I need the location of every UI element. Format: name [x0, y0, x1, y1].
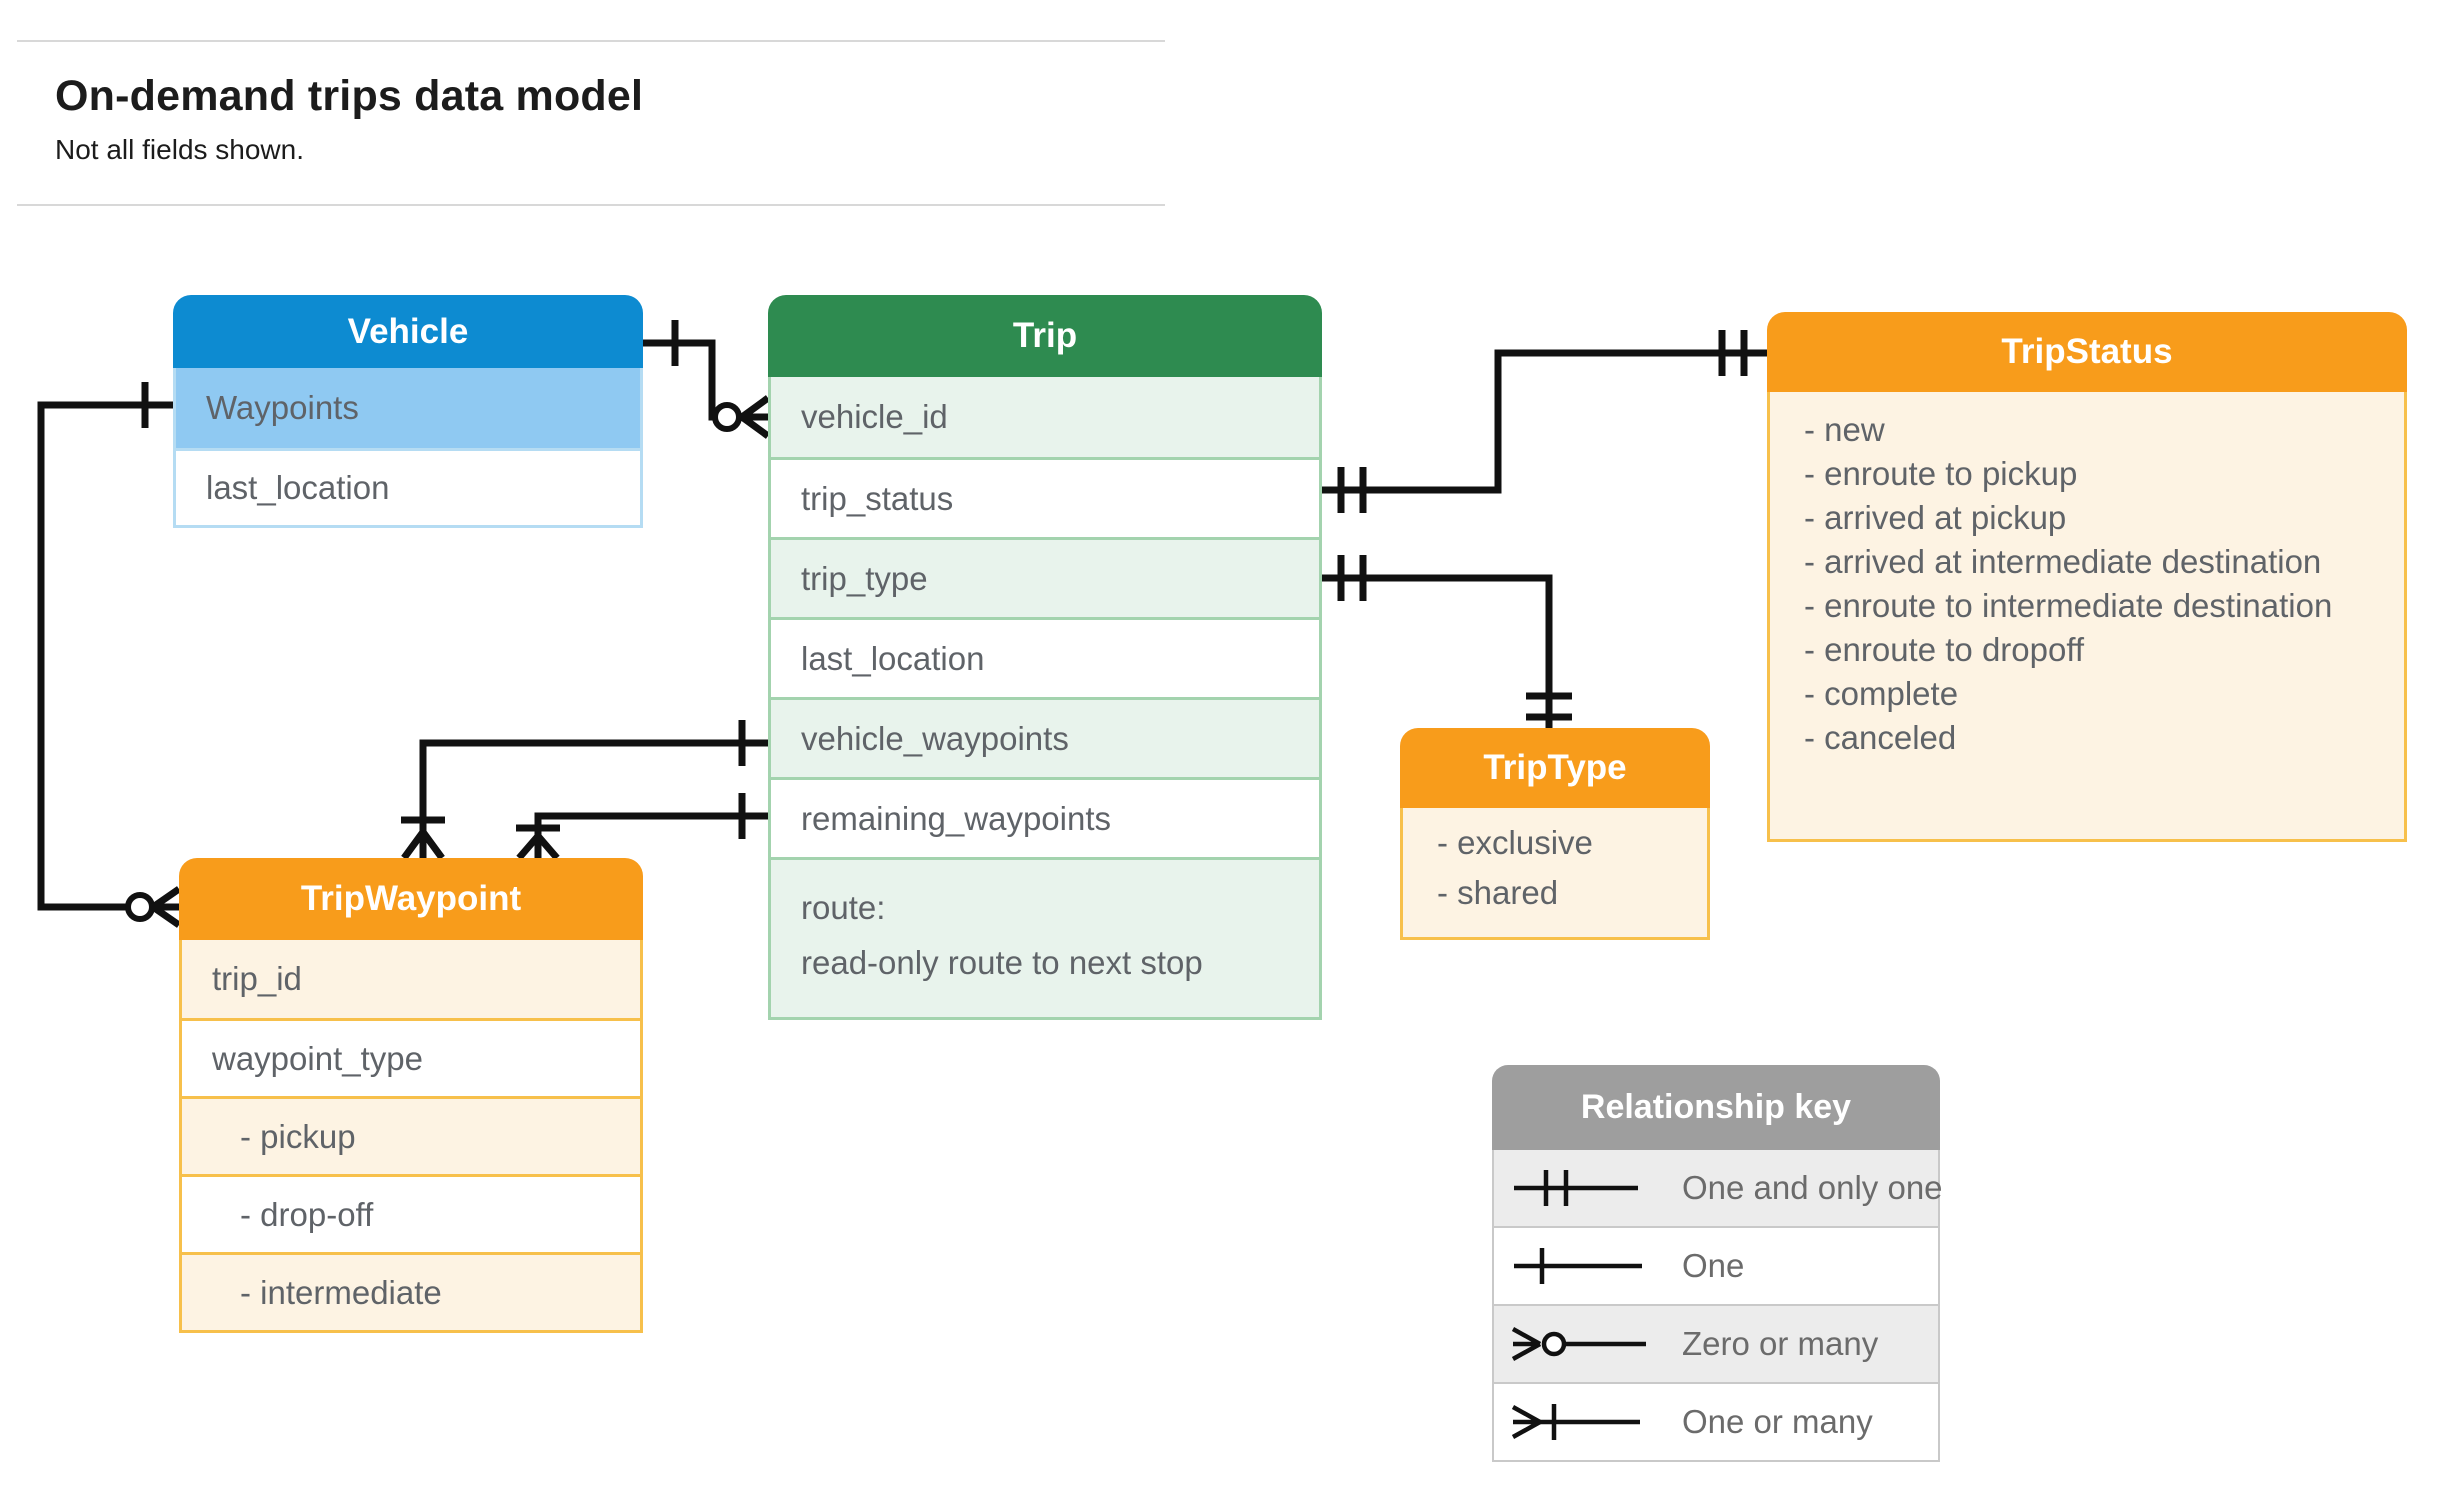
legend-row: One and only one — [1492, 1150, 1943, 1228]
one-and-only-one-ticks-icon — [1526, 692, 1572, 721]
legend-row: Zero or many — [1492, 1306, 1940, 1384]
one-and-only-one-ticks-icon — [1337, 467, 1367, 513]
table-vehicle-header: Vehicle — [173, 295, 643, 368]
table-triptype-body: - exclusive - shared — [1400, 808, 1710, 940]
one-and-only-one-ticks-icon — [1337, 555, 1367, 601]
table-tripstatus-body: - new - enroute to pickup - arrived at p… — [1767, 392, 2407, 842]
zero-or-many-icon — [1511, 1327, 1646, 1361]
table-vehicle: Vehicle Waypoints last_location — [173, 295, 643, 528]
table-trip: Trip vehicle_id trip_status trip_type la… — [768, 295, 1322, 1020]
field-trip-status: trip_status — [771, 457, 1319, 537]
legend-label: Zero or many — [1682, 1325, 1879, 1362]
table-tripwaypoint-header: TripWaypoint — [179, 858, 643, 940]
zero-circle-icon — [712, 402, 742, 432]
legend-label: One — [1682, 1247, 1745, 1284]
field-last-location: last_location — [176, 448, 640, 525]
crow-foot-icon — [739, 395, 771, 439]
relationship-key: Relationship key One and only one One Ze… — [1492, 1065, 1943, 1462]
connector-triptype — [1322, 555, 1572, 728]
crow-foot-icon — [516, 833, 560, 861]
enum-pickup: - pickup — [182, 1096, 640, 1174]
field-trip-id: trip_id — [182, 940, 640, 1018]
one-and-only-one-ticks-icon — [1718, 330, 1748, 376]
table-vehicle-body: Waypoints last_location — [173, 368, 643, 528]
table-tripstatus-header: TripStatus — [1767, 312, 2407, 392]
connector-vehicle-trip — [643, 320, 771, 439]
route-line1: route: — [801, 889, 886, 926]
table-tripstatus: TripStatus - new - enroute to pickup - a… — [1767, 312, 2407, 842]
connector-remaining-waypoints-tripwaypoint — [516, 793, 768, 861]
crow-foot-icon — [151, 886, 181, 928]
connector-vehicle-tripwaypoint — [37, 382, 181, 928]
table-triptype-header: TripType — [1400, 728, 1710, 808]
field-trip-type: trip_type — [771, 537, 1319, 617]
status-item: - complete — [1804, 675, 1959, 712]
route-line2: read-only route to next stop — [801, 944, 1203, 981]
table-tripwaypoint-body: trip_id waypoint_type - pickup - drop-of… — [179, 940, 643, 1333]
table-tripwaypoint: TripWaypoint trip_id waypoint_type - pic… — [179, 858, 643, 1333]
status-item: - arrived at intermediate destination — [1804, 543, 2322, 580]
field-route: route: read-only route to next stop — [771, 857, 1319, 1017]
page-title: On-demand trips data model — [55, 72, 644, 120]
enum-drop-off: - drop-off — [182, 1174, 640, 1252]
status-item: - new — [1804, 411, 1885, 448]
enum-intermediate: - intermediate — [182, 1252, 640, 1330]
crow-foot-icon — [401, 829, 445, 861]
page-subtitle: Not all fields shown. — [55, 134, 305, 165]
connector-tripstatus — [1322, 330, 1767, 513]
table-triptype: TripType - exclusive - shared — [1400, 728, 1710, 940]
one-icon — [1514, 1248, 1642, 1284]
field-waypoint-type: waypoint_type — [182, 1018, 640, 1096]
legend-label: One or many — [1682, 1403, 1873, 1440]
field-remaining-waypoints: remaining_waypoints — [771, 777, 1319, 857]
field-vehicle-waypoints: vehicle_waypoints — [771, 697, 1319, 777]
zero-circle-icon — [125, 892, 155, 922]
one-or-many-icon — [1511, 1404, 1640, 1440]
table-trip-body: vehicle_id trip_status trip_type last_lo… — [768, 377, 1322, 1020]
legend-row: One or many — [1492, 1384, 1940, 1462]
type-item: - shared — [1437, 874, 1559, 911]
table-trip-header: Trip — [768, 295, 1322, 377]
field-vehicle-id: vehicle_id — [771, 377, 1319, 457]
legend-label: One and only one — [1682, 1169, 1943, 1206]
status-item: - canceled — [1804, 719, 1957, 756]
title-bottom-rule — [17, 204, 1165, 206]
legend-row: One — [1492, 1228, 1940, 1306]
field-waypoints: Waypoints — [176, 368, 640, 448]
type-item: - exclusive — [1437, 824, 1593, 861]
relationship-key-header: Relationship key — [1492, 1065, 1940, 1150]
field-trip-last-location: last_location — [771, 617, 1319, 697]
status-item: - enroute to intermediate destination — [1804, 587, 2333, 624]
connector-vehicle-waypoints-tripwaypoint — [401, 720, 768, 861]
status-item: - enroute to pickup — [1804, 455, 2078, 492]
one-and-only-one-icon — [1514, 1170, 1638, 1206]
status-item: - enroute to dropoff — [1804, 631, 2085, 668]
status-item: - arrived at pickup — [1804, 499, 2067, 536]
top-rule — [17, 40, 1165, 42]
